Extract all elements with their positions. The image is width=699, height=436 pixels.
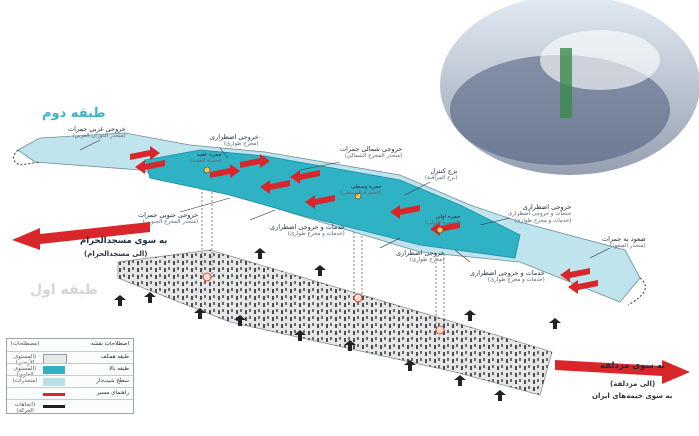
emergency-exit-top-label: خروجی اضطراری (مخرج طوارئ) [210, 133, 259, 148]
east-loop-ramp [627, 277, 646, 306]
masjid-direction-sub: (الی مسجدالحرام) [84, 250, 148, 258]
services-lower-sub: (خدمات و مخرج طوارئ) [487, 277, 545, 284]
legend-row-ramp: (منحدرات) سطح شیب‌دار [7, 375, 133, 388]
legend-row-black-arrow-a: (اتجاهات الحركة) [14, 402, 36, 414]
services-center-label: خدمات و خروجی اضطراری (خدمات و مخرج طوار… [270, 223, 345, 238]
south-exit-sub: (منحدر المخرج الجنوبي) [142, 219, 199, 226]
legend-red-arrow-icon [43, 393, 65, 396]
jamarat-ula-label: جمره اولی (الجمرة الأولى) [425, 214, 460, 227]
pillar-wusta-ground [353, 293, 363, 303]
pillar-wusta-upper [354, 192, 362, 200]
pillar-ula-ground [435, 325, 445, 335]
muzdalifah-direction-sub: (الی مزدلفة) [610, 380, 656, 388]
legend-row-ramp-a: (منحدرات) [12, 378, 38, 384]
legend-header: (مصطلحات) اصطلاحات نقشه [7, 339, 133, 351]
west-exit-label: خروجی غربی جمرات (منحدر الدوران الغربي) [68, 125, 126, 140]
leader-lines [79, 139, 611, 263]
control-tower-label: برج کنترل (برج المراقبة) [425, 167, 458, 182]
jamarat-pillars [202, 166, 445, 335]
masjid-direction-arrow [12, 222, 150, 250]
legend-header-a: (مصطلحات) [10, 341, 40, 347]
black-flow-arrows [114, 248, 561, 401]
legend-row-ground-b: طبقه همکف [100, 354, 129, 360]
south-exit-title: خروجی جنوبی جمرات [138, 211, 199, 219]
muzdalifah-direction-sub2: به سوی خیمه‌های ایران [592, 392, 673, 400]
south-exit-label: خروجی جنوبی جمرات (منحدر المخرج الجنوبي) [138, 211, 199, 226]
north-exit-sub: (منحدر المخرج الشمالي) [344, 153, 403, 160]
second-level-title: طبقه دوم [42, 106, 106, 121]
emergency-services-right-sub: خدمات و خروجی اضطراری [508, 211, 572, 218]
services-lower-label: خدمات و خروجی اضطراری (خدمات و مخرج طوار… [470, 269, 545, 284]
first-level-title: طبقه اول [30, 282, 98, 298]
services-center-sub: (خدمات و مخرج طوارئ) [287, 231, 345, 238]
jamarat-aqaba-title: جمره عقبه [196, 152, 222, 158]
jamarat-wusta-label: جمره وسطی (الجمرة الوسطى) [340, 184, 382, 197]
jamarat-aqaba-label: جمره عقبه (جمرة العقبة) [190, 152, 222, 165]
ascent-sub: (منحدر الصعود) [609, 243, 646, 250]
ascent-label: صعود به جمرات (منحدر الصعود) [602, 235, 646, 250]
pillar-ula-upper [436, 226, 444, 234]
emergency-services-right-label: خروجی اضطراری خدمات و خروجی اضطراری (خدم… [508, 203, 572, 224]
emergency-exit-mid-sub: (مخرج طوارئ) [409, 257, 445, 264]
pillar-aqaba-ground [202, 272, 212, 282]
muzdalifah-direction-arrow [555, 360, 690, 384]
west-exit-sub: (منحدر الدوران الغربي) [72, 133, 126, 140]
legend-row-red-arrow: راهنمای مسیر [7, 387, 133, 400]
legend-row-ramp-b: سطح شیب‌دار [96, 378, 129, 384]
west-exit-title: خروجی غربی جمرات [68, 125, 126, 133]
legend-row-red-arrow-b: راهنمای مسیر [96, 390, 129, 396]
emergency-exit-top-sub: (مخرج طوارئ) [223, 141, 259, 148]
legend-swatch-upper [43, 366, 65, 374]
jamarat-wusta-title: جمره وسطی [351, 184, 382, 190]
north-exit-title: خروجی شمالی جمرات [340, 145, 403, 153]
control-tower-title: برج کنترل [430, 167, 458, 175]
jamarat-wusta-sub: (الجمرة الوسطى) [340, 190, 382, 197]
red-direction-arrows [130, 146, 598, 294]
ascent-title: صعود به جمرات [602, 235, 646, 243]
services-center-title: خدمات و خروجی اضطراری [270, 223, 345, 231]
legend-swatch-ramp [43, 378, 65, 386]
emergency-services-right-title: خروجی اضطراری [522, 203, 572, 211]
pillar-aqaba-upper [203, 166, 211, 174]
muzdalifah-direction-title: به سوی مزدلفه [600, 361, 666, 371]
crowd-photo [440, 0, 699, 175]
legend-header-b: اصطلاحات نقشه [90, 341, 129, 347]
upper-level-main [144, 149, 521, 259]
legend-black-arrow-icon [43, 405, 65, 408]
services-lower-title: خدمات و خروجی اضطراری [470, 269, 545, 277]
control-tower-sub: (برج المراقبة) [425, 175, 458, 182]
emergency-exit-mid-label: خروجی اضطراری (مخرج طوارئ) [396, 249, 445, 264]
jamarat-ula-sub: (الجمرة الأولى) [425, 220, 461, 227]
emergency-services-right-sub2: (خدمات و مخرج طوارئ) [514, 217, 572, 224]
legend-row-upper-b: طبقه بالا [109, 366, 129, 372]
masjid-direction-title: به سوی مسجدالحرام [80, 236, 168, 246]
jamarat-aqaba-sub: (جمرة العقبة) [190, 158, 222, 165]
emergency-exit-top-title: خروجی اضطراری [210, 133, 259, 141]
emergency-exit-mid-title: خروجی اضطراری [396, 249, 445, 257]
legend-row-black-arrow: (اتجاهات الحركة) [7, 399, 133, 414]
map-legend: (مصطلحات) اصطلاحات نقشه (المستوى الأرضي)… [6, 338, 134, 414]
north-exit-label: خروجی شمالی جمرات (منحدر المخرج الشمالي) [340, 145, 403, 160]
jamarat-ula-title: جمره اولی [435, 214, 461, 220]
